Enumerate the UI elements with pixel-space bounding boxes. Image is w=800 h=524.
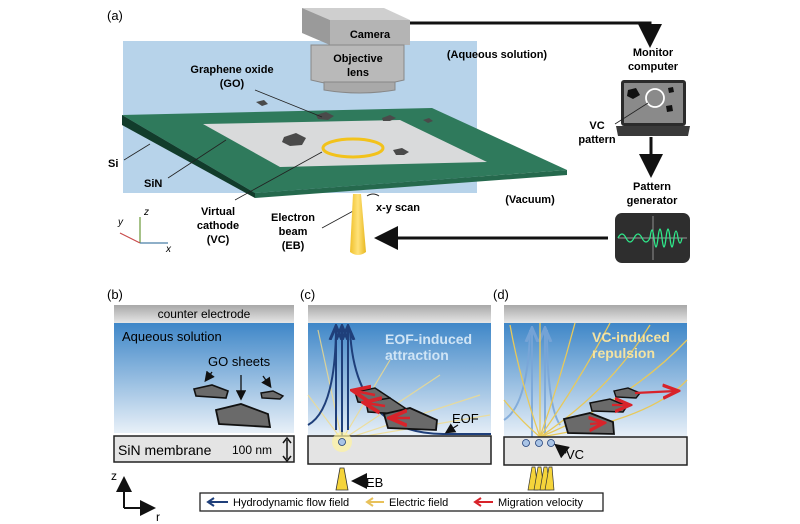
panel-b-label: (b): [107, 287, 123, 302]
eb-label: EB: [366, 475, 383, 490]
go-sheet: [214, 403, 272, 428]
svg-text:x: x: [165, 244, 172, 255]
panel-b: (b) counter electrode Aqueous solution G…: [107, 287, 295, 524]
hydrodynamic-flow-lines: [503, 330, 561, 437]
eof-label: EOF: [452, 411, 479, 426]
svg-text:beam: beam: [279, 226, 308, 238]
vc-repulsion-title: VC-induced: [592, 329, 670, 345]
svg-text:pattern: pattern: [578, 134, 616, 146]
panel-a-label: (a): [107, 8, 123, 23]
svg-text:Hydrodynamic flow field: Hydrodynamic flow field: [233, 497, 349, 509]
pattern-generator-icon: [615, 213, 690, 263]
objective-label: Objective: [333, 53, 383, 65]
counter-electrode: [504, 305, 687, 323]
vc-ring: [321, 137, 385, 159]
vc-label: Virtual: [201, 206, 235, 218]
go-sheets-label: GO sheets: [208, 354, 271, 369]
panel-d: (d) VC-induced repulsion: [493, 287, 688, 491]
go-flake: [382, 115, 396, 121]
eb-label: Electron: [271, 212, 315, 224]
svg-text:lens: lens: [347, 67, 369, 79]
legend-item-migration-velocity: Migration velocity: [473, 497, 583, 509]
svg-text:(EB): (EB): [282, 240, 305, 252]
si-label: Si: [108, 158, 118, 170]
camera-top: [302, 8, 410, 20]
scan-arc-icon: [366, 193, 380, 197]
svg-text:computer: computer: [628, 61, 679, 73]
aqueous-label: Aqueous solution: [122, 329, 222, 344]
go-sheet: [192, 384, 229, 399]
legend: Hydrodynamic flow field Electric field M…: [199, 492, 604, 512]
svg-text:Electric field: Electric field: [389, 497, 448, 509]
sin-membrane: [503, 436, 688, 466]
panel-a: (a) Camera Objective lens (Aqueous solut…: [107, 8, 690, 263]
svg-text:Migration velocity: Migration velocity: [498, 497, 583, 509]
svg-text:y: y: [117, 217, 124, 228]
migration-arrows: [590, 391, 676, 424]
pattern-generator-label: Pattern: [633, 181, 671, 193]
counter-electrode-label: counter electrode: [158, 307, 251, 321]
legend-arrow-icon: [365, 497, 374, 507]
svg-text:(VC): (VC): [207, 234, 230, 246]
camera-body: [330, 20, 410, 45]
sin-window: [203, 120, 487, 167]
svg-text:(GO): (GO): [220, 78, 245, 90]
go-leader: [254, 89, 323, 118]
go-sheet: [260, 390, 285, 400]
scanned-electron-beams: [527, 466, 555, 491]
svg-text:generator: generator: [627, 195, 678, 207]
objective-lens: [310, 44, 405, 87]
vc-electrons: [522, 439, 555, 447]
svg-text:attraction: attraction: [385, 347, 449, 363]
monitor-computer-icon: [616, 80, 690, 136]
axes-icon: z y x: [117, 207, 172, 255]
panel-c: (c) EOF-induced attraction: [300, 287, 492, 491]
camera-label: Camera: [350, 29, 391, 41]
sin-membrane-label: SiN membrane: [118, 442, 212, 458]
scan-label: x-y scan: [376, 202, 420, 214]
camera-to-monitor-arrow: [410, 21, 662, 48]
aqueous-label: (Aqueous solution): [447, 49, 548, 61]
go-flake: [282, 133, 306, 146]
counter-electrode: [114, 305, 294, 323]
electron-beam: [350, 194, 366, 255]
vc-pattern-label: VC: [589, 120, 604, 132]
monitor-label: Monitor: [633, 47, 674, 59]
thickness-label: 100 nm: [232, 443, 272, 457]
go-flake: [423, 118, 433, 123]
go-flake: [393, 148, 409, 155]
go-flake: [316, 112, 334, 120]
sin-label: SiN: [144, 178, 162, 190]
vacuum-label: (Vacuum): [505, 194, 555, 206]
legend-item-electric-field: Electric field: [365, 497, 448, 509]
go-label: Graphene oxide: [190, 64, 273, 76]
vc-label: VC: [566, 447, 584, 462]
electric-field-lines: [503, 322, 688, 438]
migration-arrows: [355, 391, 410, 418]
go-sheet: [613, 387, 642, 399]
legend-arrow-icon: [206, 497, 215, 507]
go-flake: [256, 100, 268, 106]
panel-d-label: (d): [493, 287, 509, 302]
zr-axes-icon: z r: [111, 469, 160, 524]
substrate-edge: [122, 115, 255, 198]
svg-text:cathode: cathode: [197, 220, 239, 232]
sin-membrane: [113, 435, 295, 463]
svg-text:z: z: [111, 469, 117, 483]
electron: [338, 438, 346, 446]
legend-box: [199, 492, 604, 512]
panel-c-label: (c): [300, 287, 315, 302]
counter-electrode: [308, 305, 491, 323]
legend-item-hydrodynamic: Hydrodynamic flow field: [206, 497, 349, 509]
legend-arrow-icon: [473, 497, 482, 507]
svg-text:r: r: [156, 510, 160, 524]
svg-text:repulsion: repulsion: [592, 345, 655, 361]
svg-text:z: z: [143, 207, 149, 218]
electron-beam: [335, 467, 349, 491]
eof-attraction-title: EOF-induced: [385, 331, 472, 347]
